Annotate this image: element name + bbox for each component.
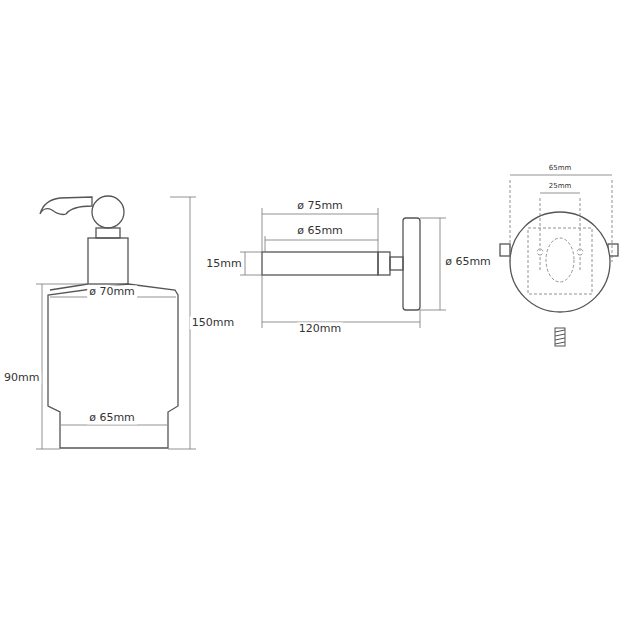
width-dimension: 65mm xyxy=(548,164,573,172)
height-dimension: 15mm xyxy=(204,257,243,270)
height-dimension: 90mm xyxy=(2,371,41,384)
diameter-dimension: ø 70mm xyxy=(87,285,137,298)
length-dimension: 120mm xyxy=(297,322,343,335)
diameter-dimension: ø 65mm xyxy=(295,224,345,237)
diameter-dimension: ø 65mm xyxy=(87,411,137,424)
diameter-dimension: ø 75mm xyxy=(295,199,345,212)
height-dimension: 150mm xyxy=(190,316,236,329)
spacing-dimension: 25mm xyxy=(548,182,573,190)
diameter-dimension: ø 65mm xyxy=(443,255,493,268)
